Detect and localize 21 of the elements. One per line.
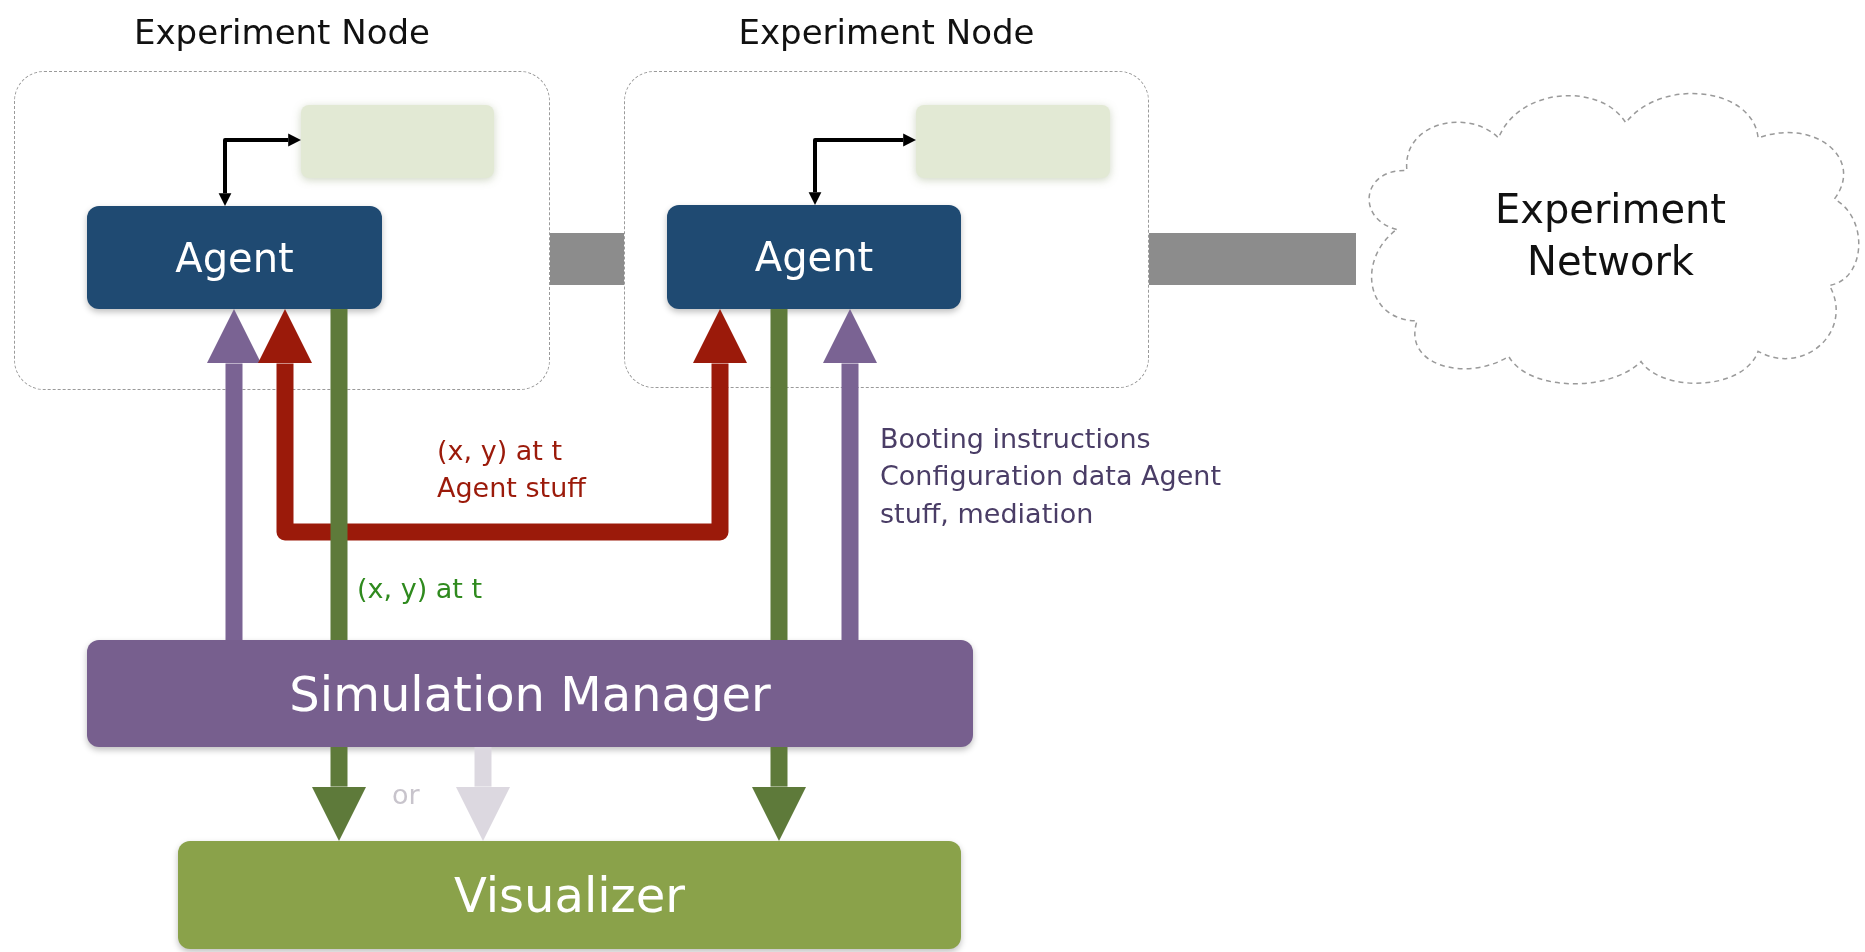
arrow xyxy=(455,747,511,841)
manager-bar: Simulation Manager xyxy=(87,640,973,747)
agent-box: Agent xyxy=(667,205,961,309)
arrow xyxy=(218,133,301,206)
tool-box xyxy=(916,105,1110,178)
arrow xyxy=(311,747,367,841)
node-title: Experiment Node xyxy=(737,12,1036,52)
visualizer-bar: Visualizer xyxy=(178,841,961,949)
agent-box: Agent xyxy=(87,206,382,309)
arrow xyxy=(206,309,262,640)
connector-line xyxy=(550,233,624,285)
connector-line xyxy=(330,309,348,640)
arrow xyxy=(751,747,807,841)
tool-box xyxy=(301,105,494,178)
node-label: Experiment Network xyxy=(1493,184,1728,286)
arrow xyxy=(257,309,748,541)
node-title: Experiment Node xyxy=(133,12,431,52)
arrow xyxy=(822,309,878,640)
arrow xyxy=(808,133,916,205)
connector-line xyxy=(770,309,788,640)
connector-line xyxy=(1149,233,1356,285)
